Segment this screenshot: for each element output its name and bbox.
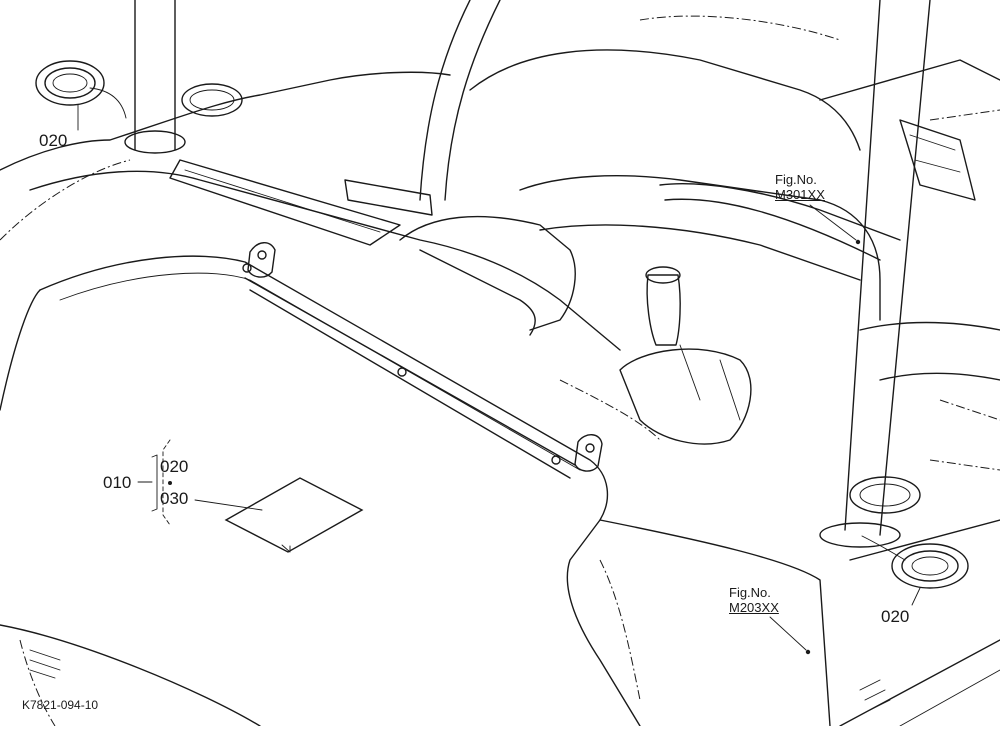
right-lower-edge (839, 639, 1000, 727)
bracket-left (247, 242, 276, 278)
hood-inner-edge (59, 272, 581, 471)
shift-lever (646, 274, 681, 346)
steering-column (659, 183, 901, 241)
seat-cushion (519, 175, 881, 321)
grommet-left-mid (44, 67, 96, 99)
front-panel-right (599, 519, 831, 727)
shift-knob (645, 266, 681, 284)
rear-panel (0, 71, 451, 171)
grommet-right-mid (901, 550, 959, 582)
grommet-left-leader (89, 87, 127, 119)
group-bracket (151, 454, 158, 512)
bracket-left-hole (257, 250, 267, 260)
center-bar (419, 0, 501, 201)
left-cup (181, 83, 243, 117)
steering-column-lower (664, 198, 881, 261)
fig-ref-m203-code: M203XX (729, 600, 779, 615)
label-020-bottom: 020 (881, 607, 910, 626)
left-post (134, 0, 176, 151)
bracket-right-hole (585, 443, 595, 453)
bracket-right (574, 434, 603, 472)
left-post-base (124, 130, 186, 154)
center-hinge (344, 179, 433, 216)
seat-back (469, 49, 861, 151)
left-cup-inner (189, 89, 235, 111)
phantom-line-4 (929, 399, 1000, 471)
grommet-left-outer (35, 60, 105, 106)
phantom-line-6 (599, 559, 641, 701)
right-post-base (819, 522, 901, 548)
top-right-gauge (899, 119, 976, 201)
right-cup (849, 476, 921, 514)
phantom-line-3 (929, 109, 1000, 121)
console-side (419, 249, 536, 336)
right-fender (849, 519, 1000, 561)
label-030-leader (194, 499, 263, 511)
right-lower-inner (899, 669, 1000, 727)
fig-ref-m301: Fig.No. M301XX (775, 172, 825, 202)
label-010: 010 (103, 473, 132, 492)
decal-sheet (224, 477, 364, 553)
fig-ref-m301-code: M301XX (775, 187, 825, 202)
phantom-line-5 (19, 639, 56, 727)
shift-boot (619, 348, 752, 445)
fig-ref-m203-title: Fig.No. (729, 585, 771, 600)
hood-outline (39, 255, 641, 727)
phantom-line-7 (559, 379, 661, 441)
panel-strip (169, 159, 401, 246)
fig-m301-leader (809, 204, 857, 241)
console-top (399, 215, 576, 331)
grommet-right-leader (861, 535, 906, 561)
group-dot (168, 481, 172, 485)
phantom-line-2 (639, 15, 841, 41)
right-post (844, 0, 931, 536)
grommet-right-inner (911, 556, 949, 576)
group-bracket-dash (162, 439, 171, 526)
label-020-bottom-leader (911, 587, 921, 606)
seat-right-lower (859, 321, 1000, 331)
fig-ref-m203: Fig.No. M203XX (729, 585, 779, 615)
fig-ref-m301-title: Fig.No. (775, 172, 817, 187)
cross-rod (244, 277, 576, 479)
grommet-right-outer (891, 543, 969, 589)
hood-left-edge (0, 289, 41, 411)
decal-sheet-corner (281, 544, 291, 553)
shift-boot-detail (679, 344, 741, 421)
top-right-gauge-detail (909, 134, 961, 173)
seat-right-bottom (879, 372, 1000, 381)
drawing-code: K7821-094-10 (22, 698, 99, 712)
bracket-left-bolt (242, 263, 252, 273)
label-020-top: 020 (39, 131, 68, 150)
rod-hole-mid (397, 367, 407, 377)
panel-strip-inner (184, 169, 381, 233)
label-020-group: 020 (160, 457, 189, 476)
phantom-line-1 (0, 159, 131, 241)
fig-m203-dot (805, 649, 811, 655)
fig-m203-leader (769, 616, 807, 651)
seat-cushion-lower (539, 224, 861, 281)
label-030: 030 (160, 489, 189, 508)
grommet-left-inner (52, 73, 88, 93)
left-vent (29, 649, 61, 679)
bracket-right-bolt (551, 455, 561, 465)
seat-right (819, 59, 1000, 101)
right-cup-inner (859, 483, 911, 507)
fig-m301-dot (855, 239, 861, 245)
right-vent (859, 679, 891, 711)
hood-lower-edge (0, 624, 261, 727)
